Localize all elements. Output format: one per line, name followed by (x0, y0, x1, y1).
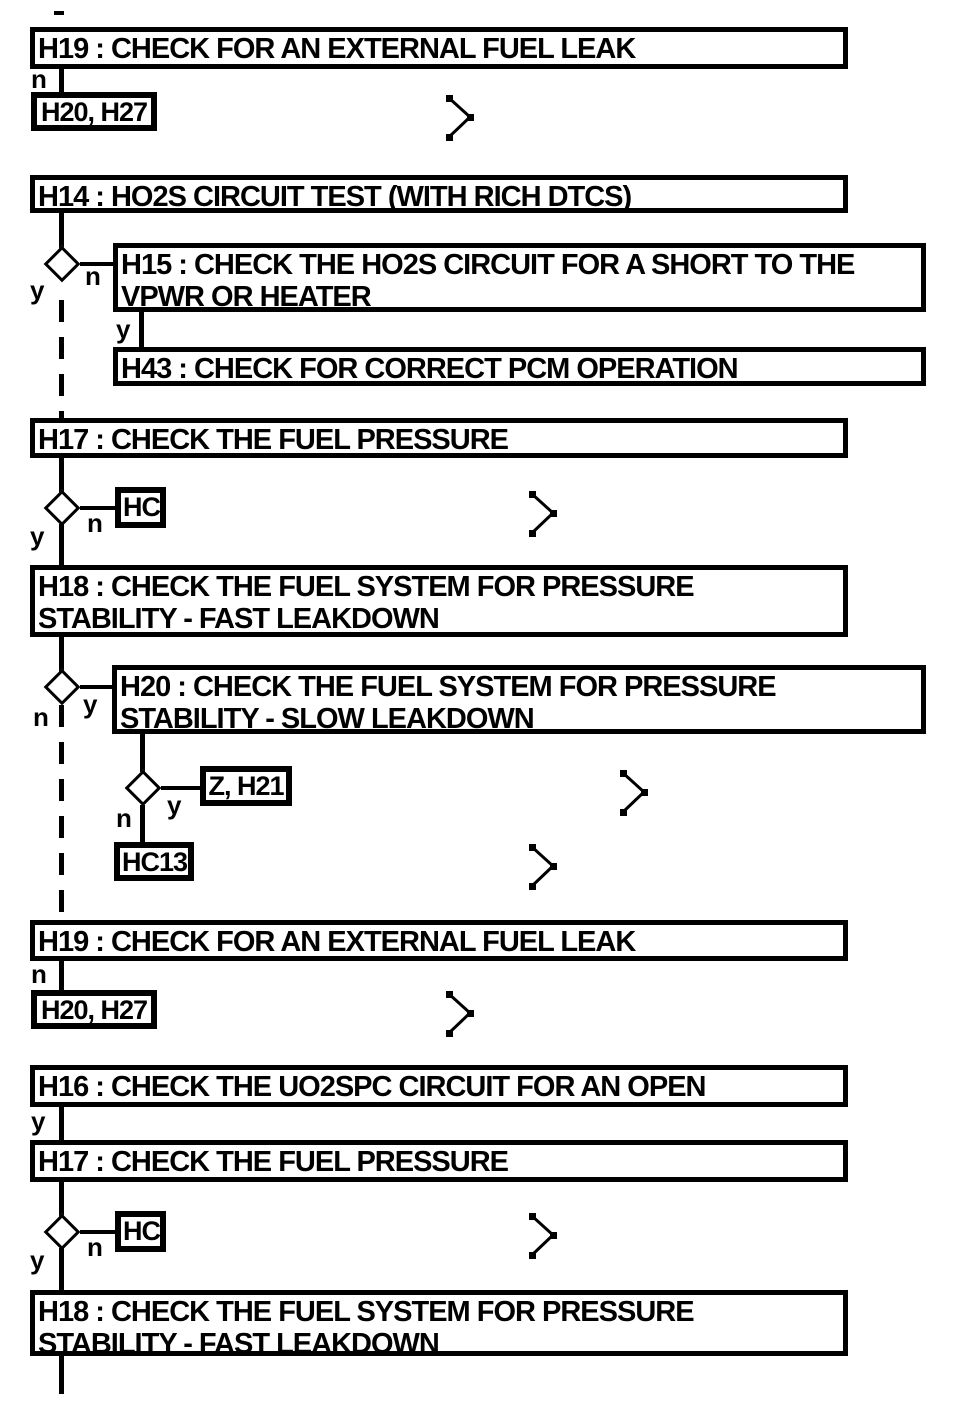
flow-box-label: H19 : CHECK FOR AN EXTERNAL FUEL LEAK (38, 926, 636, 958)
connector-line (59, 1107, 64, 1140)
flow-box-label: H43 : CHECK FOR CORRECT PCM OPERATION (121, 353, 739, 385)
flow-box-label: H16 : CHECK THE UO2SPC CIRCUIT FOR AN OP… (38, 1071, 706, 1103)
connector-line (80, 506, 115, 510)
result-box-h20-h27-top: H20, H27 (31, 92, 157, 131)
flow-box-h43: H43 : CHECK FOR CORRECT PCM OPERATION (113, 347, 926, 386)
flow-box-h15: H15 : CHECK THE HO2S CIRCUIT FOR A SHORT… (113, 243, 926, 313)
dashed-connector-line (59, 705, 64, 920)
label-yes: y (83, 689, 98, 719)
flow-box-label: H18 : CHECK THE FUEL SYSTEM FOR PRESSURE (38, 1296, 695, 1328)
label-no: n (87, 1232, 103, 1262)
chevron-right-icon (529, 1213, 557, 1259)
connector-line (59, 1182, 64, 1219)
result-label: HC13 (122, 847, 188, 877)
flow-box-label: VPWR OR HEATER (121, 281, 372, 313)
result-label: HC (123, 492, 161, 522)
label-no: n (87, 508, 103, 538)
flow-box-h17-bottom: H17 : CHECK THE FUEL PRESSURE (30, 1140, 848, 1182)
chevron-right-icon (529, 491, 557, 537)
flow-box-h20-slow: H20 : CHECK THE FUEL SYSTEM FOR PRESSURE… (112, 665, 926, 735)
label-no: n (33, 702, 49, 732)
label-yes: y (116, 314, 131, 344)
label-no: n (31, 64, 47, 94)
connector-line (59, 1248, 64, 1290)
flow-box-h18-top: H18 : CHECK THE FUEL SYSTEM FOR PRESSURE… (30, 565, 848, 637)
connector-line (80, 262, 113, 266)
result-label: H20, H27 (40, 995, 148, 1025)
connector-line (59, 458, 64, 495)
flow-box-h19-top: H19 : CHECK FOR AN EXTERNAL FUEL LEAK (30, 27, 848, 69)
label-no: n (31, 959, 47, 989)
result-box-hc-bottom: HC (115, 1211, 166, 1252)
decision-diamond-h20 (124, 769, 162, 807)
result-box-h20-h27-mid: H20, H27 (31, 990, 157, 1029)
chevron-right-icon (446, 95, 474, 141)
flow-box-label: H18 : CHECK THE FUEL SYSTEM FOR PRESSURE (38, 571, 695, 603)
flow-box-label: H17 : CHECK THE FUEL PRESSURE (38, 1146, 509, 1178)
flow-box-label: STABILITY - SLOW LEAKDOWN (120, 703, 535, 735)
result-label: HC (123, 1216, 161, 1246)
flow-box-label: H15 : CHECK THE HO2S CIRCUIT FOR A SHORT… (121, 249, 855, 281)
connector-line (80, 1230, 115, 1234)
flow-box-label: H20 : CHECK THE FUEL SYSTEM FOR PRESSURE (120, 671, 777, 703)
dashed-connector-stub (54, 11, 64, 15)
label-yes: y (31, 1106, 46, 1136)
flow-box-h17-top: H17 : CHECK THE FUEL PRESSURE (30, 418, 848, 458)
chevron-right-icon (446, 991, 474, 1037)
label-yes: y (30, 275, 45, 305)
decision-diamond-h17-top (43, 489, 81, 527)
connector-line (140, 734, 145, 772)
result-box-hc13: HC13 (114, 842, 194, 881)
label-no: n (85, 261, 101, 291)
connector-line (59, 524, 64, 565)
connector-line (59, 1356, 64, 1394)
result-label: H20, H27 (40, 97, 148, 127)
connector-line (139, 312, 144, 347)
label-yes: y (167, 790, 182, 820)
result-box-z-h21: Z, H21 (200, 766, 292, 806)
connector-line (59, 68, 64, 93)
connector-line (80, 685, 112, 689)
flow-box-h14: H14 : HO2S CIRCUIT TEST (WITH RICH DTCS) (30, 175, 848, 213)
result-box-hc-top: HC (115, 487, 166, 528)
decision-diamond-h18 (43, 668, 81, 706)
connector-line (140, 805, 145, 842)
decision-diamond-h17-bottom (43, 1213, 81, 1251)
flow-box-label: H14 : HO2S CIRCUIT TEST (WITH RICH DTCS) (38, 181, 632, 213)
label-yes: y (30, 1245, 45, 1275)
chevron-right-icon (529, 844, 557, 890)
result-label: Z, H21 (208, 771, 284, 801)
connector-line (59, 213, 64, 249)
chevron-right-icon (620, 770, 648, 816)
flow-box-label: H19 : CHECK FOR AN EXTERNAL FUEL LEAK (38, 33, 636, 65)
flow-box-h16: H16 : CHECK THE UO2SPC CIRCUIT FOR AN OP… (30, 1065, 848, 1107)
connector-line (59, 637, 64, 674)
label-yes: y (30, 521, 45, 551)
connector-line (59, 961, 64, 990)
flow-box-label: STABILITY - FAST LEAKDOWN (38, 1328, 440, 1360)
label-no: n (116, 803, 132, 833)
flow-box-label: STABILITY - FAST LEAKDOWN (38, 603, 440, 635)
flow-box-h19-mid: H19 : CHECK FOR AN EXTERNAL FUEL LEAK (30, 920, 848, 961)
flow-box-h18-bottom: H18 : CHECK THE FUEL SYSTEM FOR PRESSURE… (30, 1290, 848, 1360)
connector-line (161, 786, 200, 790)
decision-diamond-h14 (43, 245, 81, 283)
dashed-connector-line (59, 300, 64, 418)
flow-box-label: H17 : CHECK THE FUEL PRESSURE (38, 424, 509, 456)
